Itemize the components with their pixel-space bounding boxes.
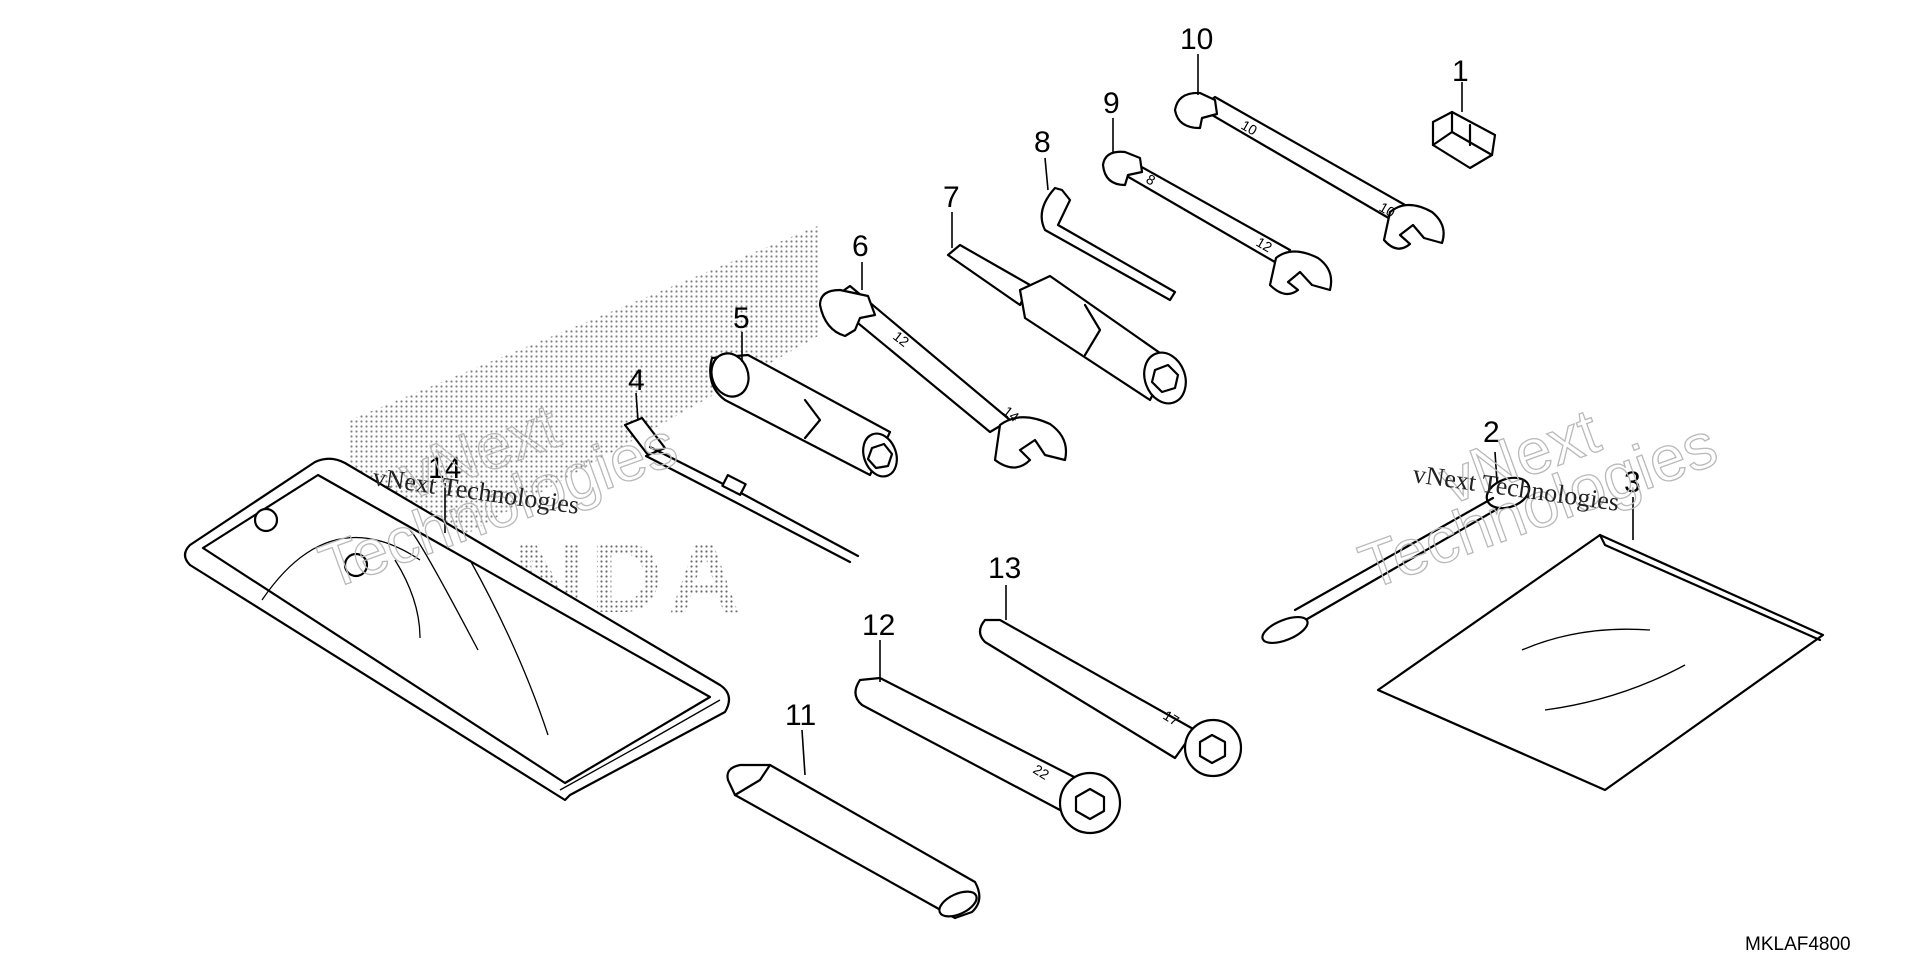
part-11-handle-bar — [726, 763, 981, 920]
part-4-screwdriver — [623, 416, 860, 564]
wrench-9-size-b: 12 — [1254, 234, 1276, 256]
part-7-plug-wrench — [946, 243, 1187, 405]
callout-14: 14 — [428, 452, 461, 485]
callout-13: 13 — [988, 552, 1021, 585]
part-12-box-wrench-22: 22 — [854, 676, 1122, 835]
callout-9: 9 — [1103, 87, 1120, 120]
callout-6: 6 — [852, 230, 869, 263]
wrench-13-size: 17 — [1160, 707, 1182, 729]
callout-1: 1 — [1452, 55, 1469, 88]
part-14-tool-bag — [183, 457, 731, 802]
callout-5: 5 — [733, 302, 750, 335]
callout-3: 3 — [1624, 466, 1641, 499]
part-8-hex-key — [1040, 186, 1177, 302]
wrench-10-size-a: 10 — [1239, 117, 1261, 139]
callout-4: 4 — [628, 364, 645, 397]
part-13-box-wrench-17: 17 — [978, 618, 1243, 778]
part-10-wrench-10x10: 10 10 — [1173, 91, 1445, 250]
callout-7: 7 — [943, 181, 960, 214]
part-6-wrench-12x14: 12 14 — [818, 284, 1068, 469]
callout-numbers: 1 2 3 4 5 6 7 8 9 10 11 12 13 14 — [428, 23, 1641, 732]
diagram-code: MKLAF4800 — [1745, 934, 1851, 955]
part-5-hex-driver — [709, 352, 898, 478]
callout-11: 11 — [785, 699, 816, 732]
callout-2: 2 — [1483, 416, 1500, 449]
part-1-clip — [1431, 110, 1497, 170]
callout-12: 12 — [862, 609, 895, 642]
part-3-document — [1376, 533, 1825, 792]
leader-lines — [444, 54, 1634, 776]
part-2-cable — [1261, 476, 1531, 645]
callout-10: 10 — [1180, 23, 1213, 56]
wrench-12-size: 22 — [1030, 761, 1052, 783]
wrench-10-size-b: 10 — [1377, 199, 1399, 221]
callout-8: 8 — [1034, 126, 1051, 159]
part-9-wrench-8x12: 8 12 — [1101, 150, 1333, 296]
